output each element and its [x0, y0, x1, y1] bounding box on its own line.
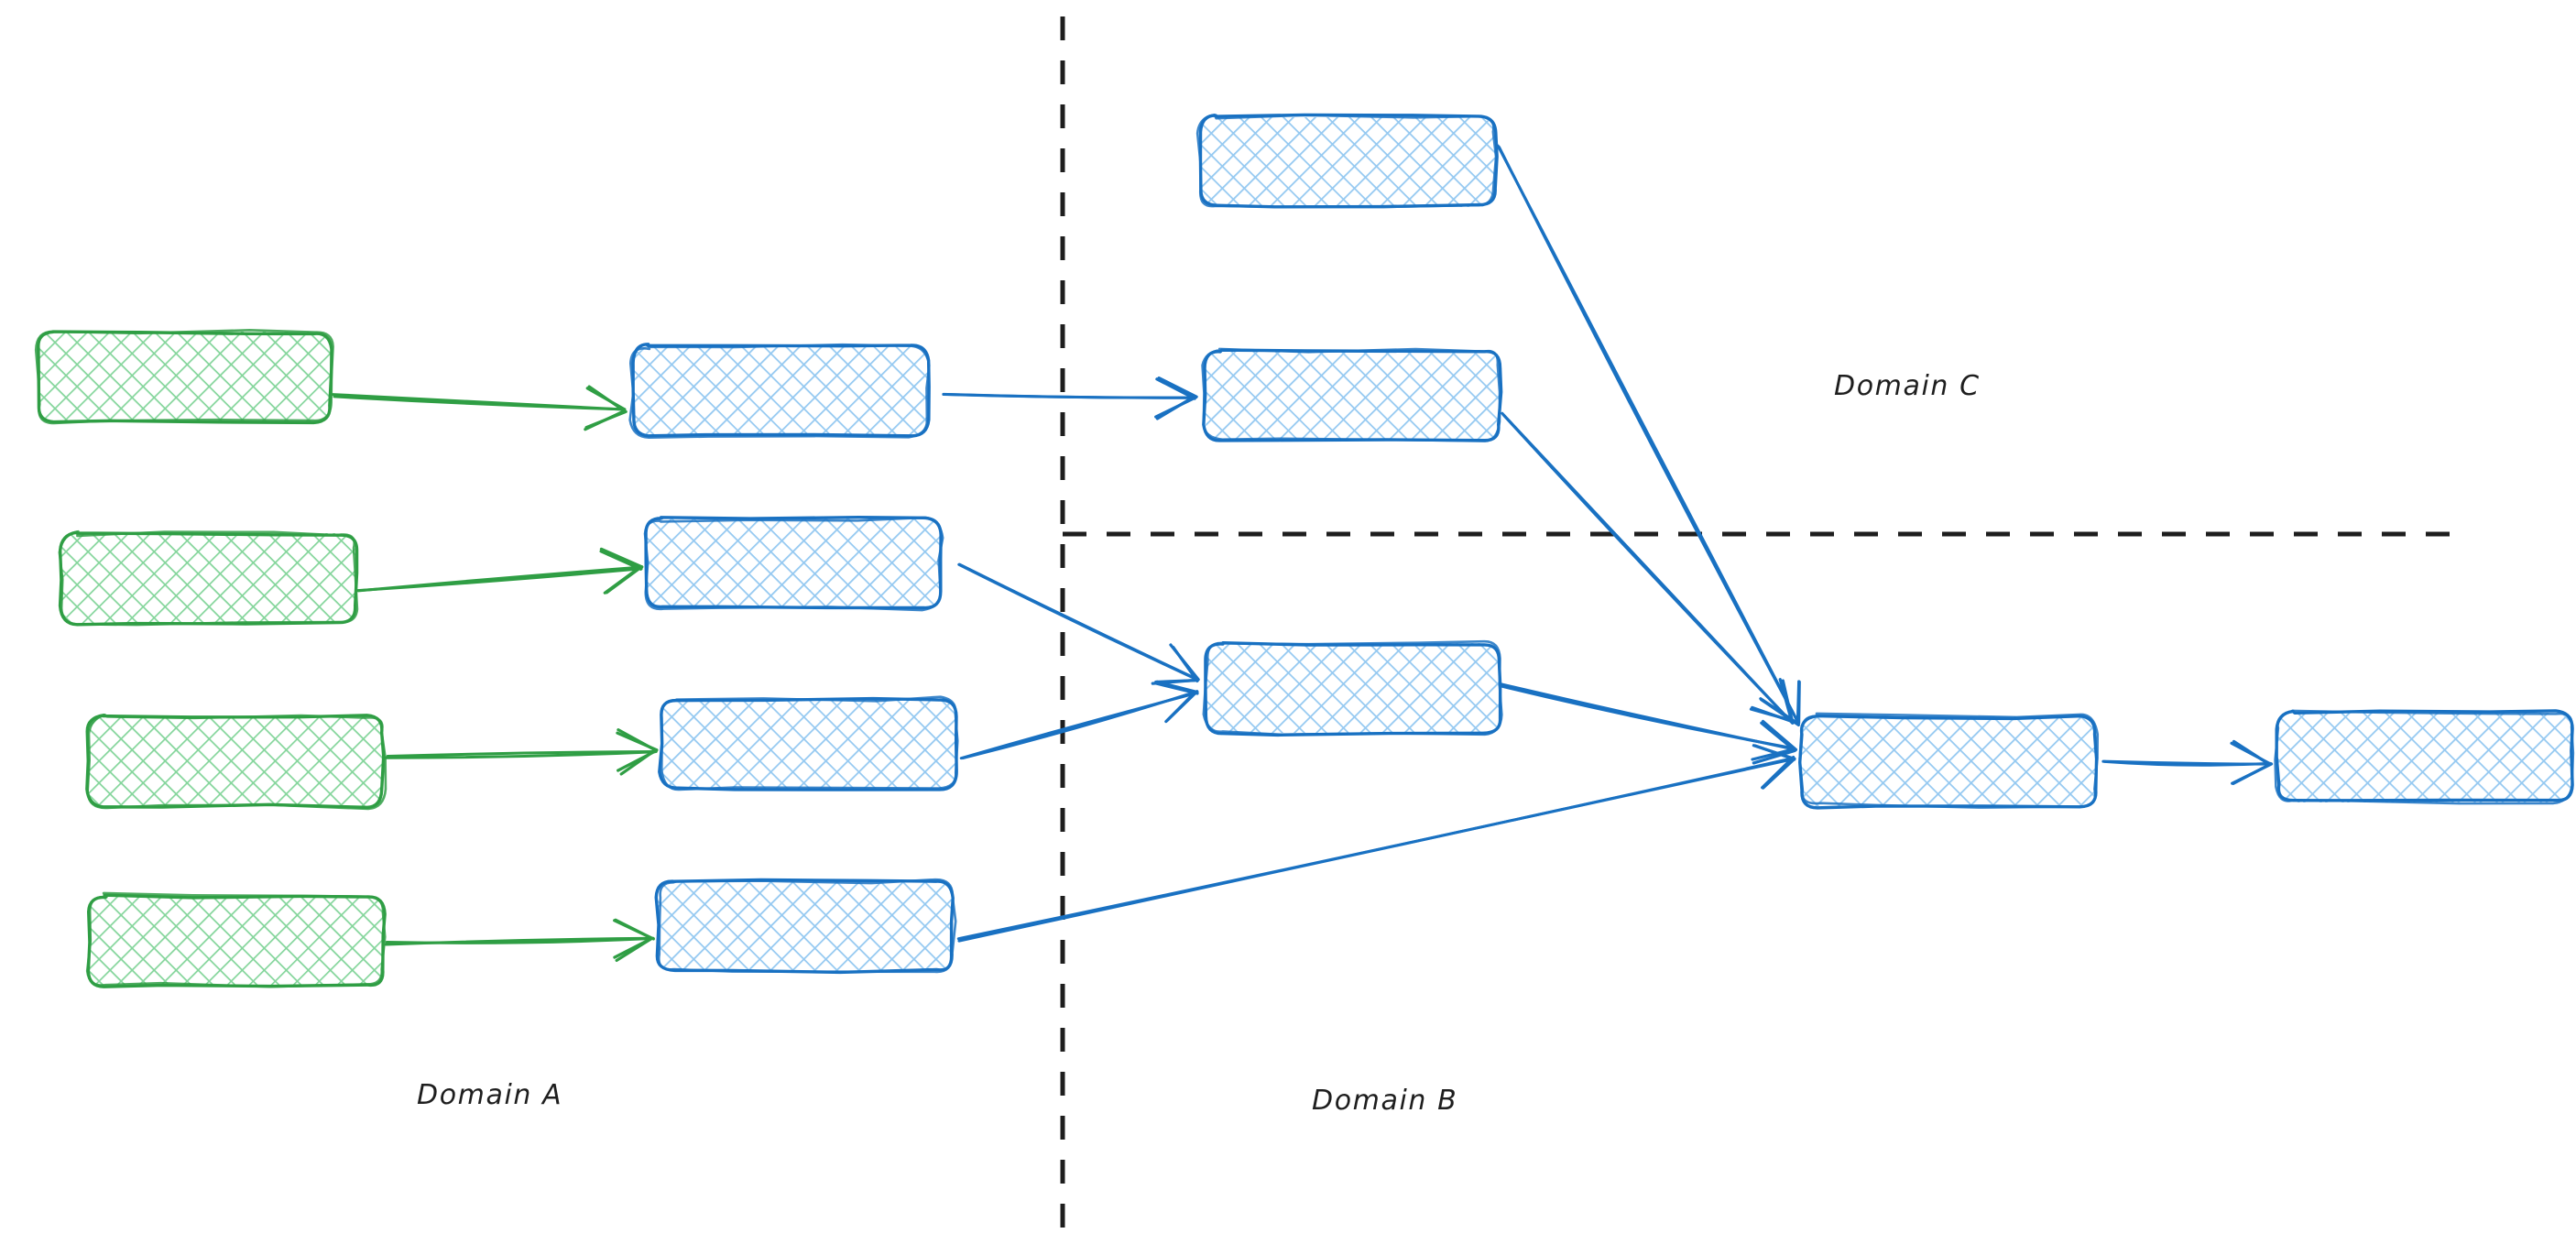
node-outline [34, 329, 334, 425]
node-outline [643, 516, 944, 612]
node-outline [58, 529, 359, 627]
node-outline [1195, 114, 1498, 209]
node-fill [1206, 643, 1501, 733]
edge-layer [331, 144, 2274, 963]
node-fill [1206, 350, 1501, 440]
node-c3[interactable] [1202, 639, 1503, 737]
node-outline [85, 891, 387, 988]
node-fill [60, 533, 355, 623]
edge-b2-to-c3 [957, 562, 1200, 685]
edge-b3-to-c3 [959, 680, 1199, 760]
node-outline [86, 714, 387, 811]
edge-d1-to-d2 [2101, 739, 2274, 785]
node-fill [632, 346, 927, 436]
node-fill [658, 881, 953, 971]
node-a1[interactable] [34, 329, 334, 425]
node-outline [1202, 639, 1503, 737]
node-b1[interactable] [628, 343, 931, 439]
node-fill [647, 518, 942, 608]
edge-a2-to-b2 [356, 547, 644, 595]
node-fill [88, 896, 383, 986]
node-outline [660, 695, 959, 791]
edge-a1-to-b1 [331, 385, 628, 431]
node-outline [631, 343, 931, 438]
node-layer [34, 113, 2575, 988]
node-outline [2274, 709, 2575, 805]
node-d1[interactable] [1798, 712, 2100, 810]
node-a3[interactable] [85, 713, 387, 811]
node-outline [1798, 712, 2100, 809]
label-domain-c: Domain C [1834, 370, 1981, 402]
edge-a3-to-b3 [383, 728, 659, 776]
edge-c3-to-d1 [1500, 682, 1798, 765]
edge-b1-to-c2 [942, 376, 1198, 420]
node-d2[interactable] [2274, 709, 2575, 805]
node-fill [661, 700, 956, 790]
divider-layer [1060, 16, 2464, 1239]
node-fill [38, 332, 332, 421]
node-a2[interactable] [58, 529, 359, 627]
edge-c1-to-d1 [1496, 144, 1801, 726]
node-b4[interactable] [654, 878, 957, 975]
node-outline [1201, 347, 1501, 442]
edge-c2-to-d1 [1501, 411, 1796, 725]
node-outline [37, 330, 333, 425]
node-fill [1200, 117, 1495, 207]
node-outline [657, 878, 957, 974]
label-domain-a: Domain A [417, 1079, 563, 1111]
node-fill [88, 716, 383, 806]
node-a4[interactable] [85, 891, 387, 988]
edge-a4-to-b4 [384, 918, 655, 963]
node-fill [1801, 716, 2096, 806]
node-outline [628, 343, 931, 439]
node-b2[interactable] [643, 515, 944, 612]
label-domain-b: Domain B [1312, 1085, 1458, 1117]
node-c2[interactable] [1201, 347, 1503, 442]
node-c1[interactable] [1195, 113, 1499, 209]
node-b3[interactable] [658, 695, 959, 791]
edge-b4-to-d1 [956, 744, 1796, 943]
node-fill [2277, 713, 2572, 802]
